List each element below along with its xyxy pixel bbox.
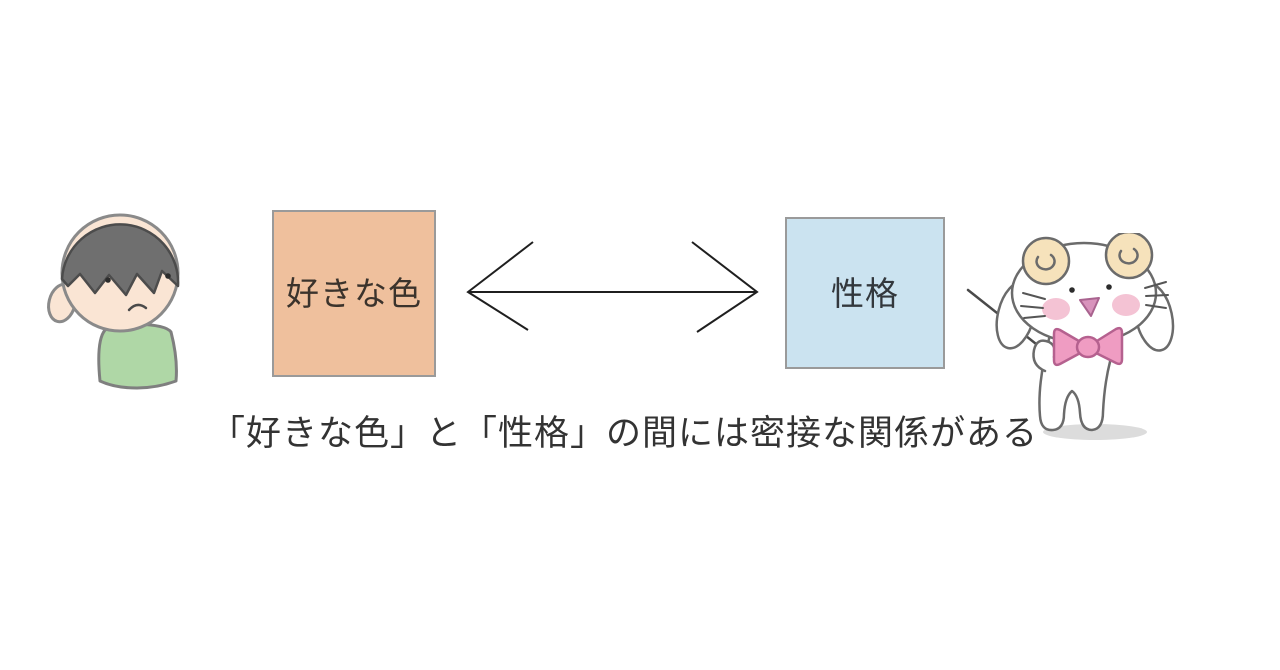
boy-right-eye — [165, 273, 171, 279]
arrow-right-head — [691, 241, 759, 333]
hamster-right-ear — [1104, 233, 1154, 280]
boy-hair — [60, 223, 180, 297]
caption-text: 「好きな色」と「性格」の間には密接な関係がある — [209, 414, 1038, 453]
personality-box: 性格 — [785, 217, 945, 369]
hamster-mouth — [1079, 297, 1100, 317]
boy-mouth — [127, 303, 148, 312]
hamster-right-eye — [1106, 284, 1112, 290]
hamster-left-blush — [1042, 298, 1070, 320]
arrow-left-head — [466, 241, 534, 331]
hamster-right-blush — [1112, 294, 1140, 316]
hamster-bow-knot — [1075, 335, 1101, 359]
hamster-left-eye — [1069, 287, 1075, 293]
hamster-bow-right-wing — [1090, 326, 1124, 366]
hamster-whiskers-right — [1144, 281, 1169, 309]
personality-box-label: 性格 — [831, 274, 899, 312]
favorite-color-box: 好きな色 — [272, 210, 436, 377]
hamster-left-ear-swirl — [1035, 253, 1056, 271]
boy-shirt — [97, 322, 178, 390]
hamster-shadow — [1043, 424, 1147, 440]
favorite-color-box-label: 好きな色 — [286, 275, 422, 312]
boy-character-illustration — [47, 213, 180, 390]
hamster-right-ear-swirl — [1118, 247, 1139, 265]
hamster-left-ear — [1021, 236, 1071, 286]
boy-left-eye — [105, 277, 111, 283]
hamster-whiskers-left — [1020, 292, 1046, 319]
double-headed-arrow-icon — [466, 241, 759, 333]
hamster-bow-left-wing — [1052, 327, 1086, 367]
hamster-character-illustration — [966, 233, 1175, 440]
